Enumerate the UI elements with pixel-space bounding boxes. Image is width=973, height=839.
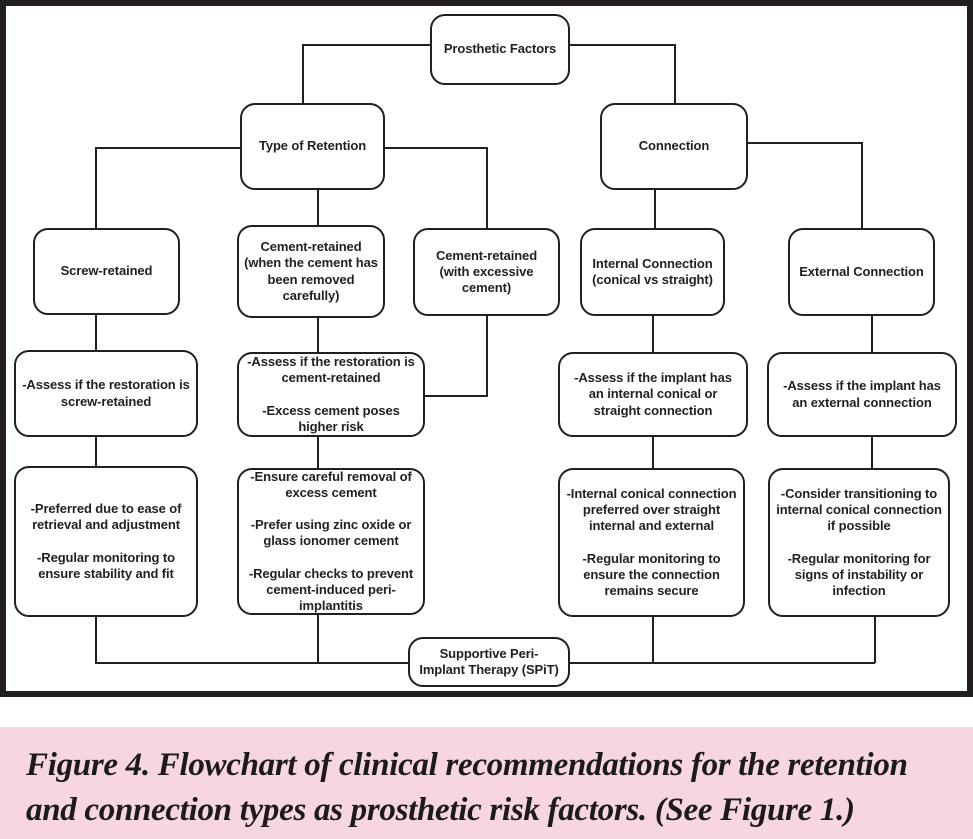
node-assess-internal-connection: -Assess if the implant has an internal c… bbox=[558, 352, 748, 437]
node-cement-retained-excessive: Cement-retained (with excessive cement) bbox=[413, 228, 560, 316]
caption-line-1: Figure 4. Flowchart of clinical recommen… bbox=[26, 747, 908, 783]
node-supportive-peri-implant-therapy: Supportive Peri- Implant Therapy (SPiT) bbox=[408, 637, 570, 687]
node-internal-connection: Internal Connection (conical vs straight… bbox=[580, 228, 725, 316]
connector-path bbox=[95, 44, 876, 664]
node-recommendation-screw: -Preferred due to ease of retrieval and … bbox=[14, 466, 198, 617]
caption-line-2: and connection types as prosthetic risk … bbox=[26, 792, 855, 828]
node-screw-retained: Screw-retained bbox=[33, 228, 180, 315]
node-prosthetic-factors: Prosthetic Factors bbox=[430, 14, 570, 85]
node-type-of-retention: Type of Retention bbox=[240, 103, 385, 190]
node-assess-screw-retained: -Assess if the restoration is screw-reta… bbox=[14, 350, 198, 437]
node-external-connection: External Connection bbox=[788, 228, 935, 316]
node-connection: Connection bbox=[600, 103, 748, 190]
node-cement-retained-careful: Cement-retained (when the cement has bee… bbox=[237, 225, 385, 318]
node-recommendation-external: -Consider transitioning to internal coni… bbox=[768, 468, 950, 617]
figure-caption: Figure 4. Flowchart of clinical recommen… bbox=[0, 727, 973, 839]
node-recommendation-cement: -Ensure careful removal of excess cement… bbox=[237, 468, 425, 615]
node-recommendation-internal: -Internal conical connection preferred o… bbox=[558, 468, 745, 617]
node-assess-external-connection: -Assess if the implant has an external c… bbox=[767, 352, 957, 437]
connector-lines bbox=[95, 44, 876, 664]
node-assess-cement-retained: -Assess if the restoration is cement-ret… bbox=[237, 352, 425, 437]
